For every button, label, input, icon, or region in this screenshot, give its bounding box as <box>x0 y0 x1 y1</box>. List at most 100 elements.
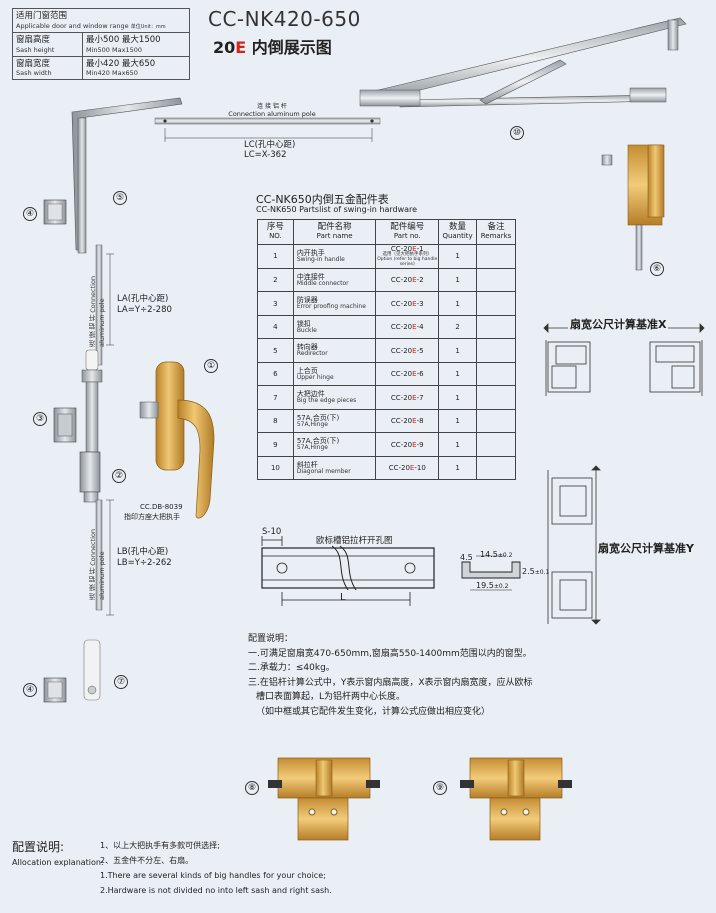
spec-width-cn: 窗扇宽度 <box>16 58 51 69</box>
cell-code-suffix: -5 <box>416 346 424 355</box>
slot-d4-val: 2.5 <box>522 567 535 576</box>
cell-code-red: E <box>412 245 417 253</box>
spec-height-label: 窗扇高度 Sash height <box>12 31 83 57</box>
cell-code-suffix: -7 <box>416 393 424 402</box>
cell-name-cn: 中连接件 <box>296 272 325 281</box>
cell-remarks <box>476 361 516 387</box>
spec-height-value: 最小500 最大1500 Min500 Max1500 <box>82 31 190 57</box>
alloc-block: 配置说明: Allocation explanation: <box>12 838 104 867</box>
cell-code-prefix: CC-20 <box>390 245 413 253</box>
connection-pole-top <box>154 117 381 142</box>
subtitle-prefix: 20 <box>213 38 236 57</box>
spec-range-cell: 适用门窗范围 Applicable door and window range … <box>12 8 190 33</box>
handle-part <box>139 361 215 519</box>
alloc-title: 配置说明: <box>12 840 65 854</box>
config-line-2: 二.承载力：≤40kg。 <box>248 663 335 673</box>
cell-code: CC-20E-2 <box>375 267 440 293</box>
redirector-part <box>71 97 183 366</box>
cell-code-suffix: -8 <box>416 417 424 426</box>
marker-8: ⑧ <box>245 781 259 795</box>
slot-d1: 4.5 <box>460 553 473 562</box>
cell-qty: 1 <box>438 267 478 293</box>
spec-width-value: 最小420 最大650 Min420 Max650 <box>82 55 190 81</box>
cell-no: 8 <box>257 408 294 434</box>
slot-d3-tol: ±0.2 <box>493 583 509 590</box>
cell-qty: 1 <box>438 361 478 387</box>
la-dimension <box>106 253 114 346</box>
cell-name-en: Upper hinge <box>296 373 334 381</box>
lb-label: LB(孔中心距) <box>117 547 169 557</box>
cell-name-en: Redirector <box>296 350 328 358</box>
cell-name-en: Error proofing machine <box>296 303 366 311</box>
cell-name-en: Big the edge pieces <box>296 397 357 405</box>
spec-width-val-cn: 最小420 最大650 <box>86 58 156 69</box>
cell-qty: 1 <box>438 385 478 410</box>
edge-piece-part <box>83 639 101 701</box>
alloc-line-4: 2.Hardware is not divided no into left s… <box>100 886 332 895</box>
cell-qty: 1 <box>438 291 478 316</box>
cell-remarks <box>476 408 516 434</box>
hinge-part-8 <box>268 757 380 841</box>
marker-4-top: ④ <box>23 207 37 221</box>
header-qty-en: Quantity <box>442 231 473 240</box>
cell-qty: 1 <box>438 408 478 434</box>
marker-4-bottom: ④ <box>23 683 37 697</box>
model-title: CC-NK420-650 <box>208 7 361 31</box>
cell-code-red: E <box>409 464 415 473</box>
cell-code-suffix: -9 <box>416 440 424 449</box>
error-proofing-part <box>53 407 77 443</box>
header-name-en: Part name <box>316 231 353 240</box>
calc-y-label: 扇宽公尺计算基准Y <box>598 540 694 556</box>
hinge-part-9 <box>460 757 572 841</box>
spec-height-cn: 窗扇高度 <box>16 34 51 45</box>
cell-code-suffix: -10 <box>414 464 426 473</box>
cell-qty: 1 <box>438 432 478 457</box>
cell-no: 6 <box>257 361 294 387</box>
cell-code-red: E <box>412 370 417 379</box>
slot-drawing <box>261 536 435 606</box>
marker-3: ③ <box>33 412 47 426</box>
cell-code-red: E <box>412 346 417 355</box>
marker-7: ⑦ <box>114 675 128 689</box>
lc-formula: LC=X-362 <box>244 150 287 160</box>
cell-name-cn: 上合页 <box>296 366 318 375</box>
marker-5: ⑤ <box>113 191 127 205</box>
cell-name-cn: 57A,合页(下) <box>296 437 340 446</box>
spec-height-val-en: Min500 Max1500 <box>86 45 142 54</box>
config-line-3: 三.在铝杆计算公式中，Y表示窗内扇高度，X表示窗内扇宽度，应从欧标 <box>248 677 533 688</box>
config-notes: 配置说明： 一.可满足窗扇宽470-650mm,窗扇高550-1400mm范围以… <box>248 632 588 719</box>
cell-remarks <box>476 432 516 457</box>
alloc-lines: 1、以上大把执手有多款可供选择; 2、五金件不分左、右扇。 1.There ar… <box>100 838 332 898</box>
parts-title-en: CC-NK650 Partslist of swing-in hardware <box>256 205 418 214</box>
config-title: 配置说明： <box>248 634 294 644</box>
cell-code: CC-20E-8 <box>375 408 440 434</box>
cell-code: CC-20E-5 <box>375 338 440 363</box>
spec-width-en: Sash width <box>16 69 52 78</box>
cell-code-prefix: CC-20 <box>390 276 413 285</box>
cell-remarks <box>476 455 516 481</box>
cell-code-prefix: CC-20 <box>390 370 413 379</box>
handle-desc: 指印方座大把执手 <box>124 513 180 521</box>
cell-code-suffix: -1 <box>416 245 424 253</box>
cell-qty: 1 <box>438 455 478 481</box>
lb-pole-vertical-label: 连 接 铝 杆 Connection aluminum pole <box>89 528 106 600</box>
marker-9: ⑨ <box>433 781 447 795</box>
